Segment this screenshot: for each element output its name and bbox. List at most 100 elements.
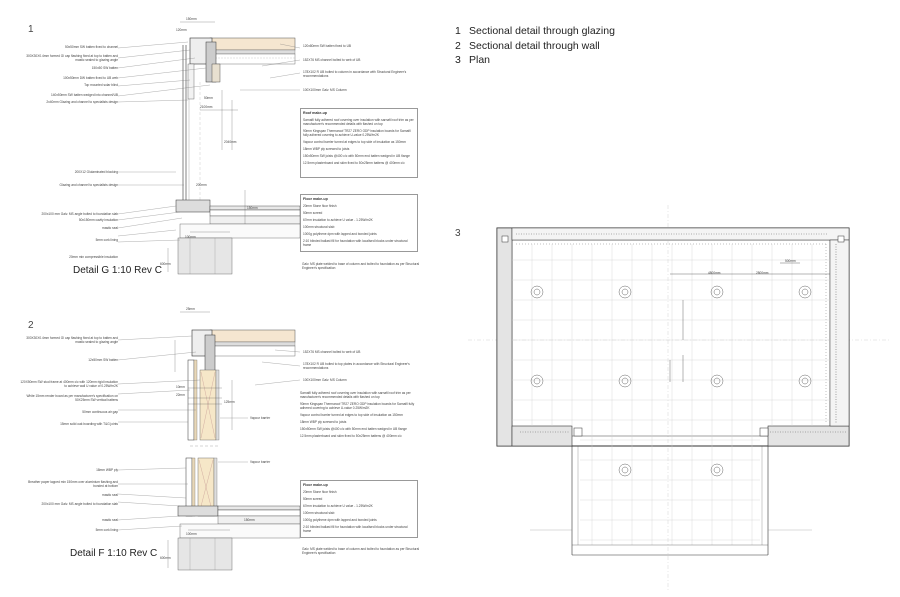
dimension-label: 50mm <box>204 96 213 100</box>
dimension-label: 10mm <box>176 385 185 389</box>
dimension-label: 600mm <box>160 262 171 266</box>
note: 152X76 MS channel bolted to web of UB <box>303 58 361 62</box>
detail-f-floor <box>177 505 301 571</box>
panel-number-2: 2 <box>28 320 34 331</box>
detail-f-dimension-lines <box>167 311 233 568</box>
legend-label: Sectional detail through glazing <box>469 25 615 37</box>
detail-g-foot-note: Galv. MS plate welded to base of column … <box>302 262 420 270</box>
plan-dimension-label: 2800mm <box>756 271 769 275</box>
detail-f-wall-upper <box>187 359 220 441</box>
note: 18mm WBP ply screwed to joists <box>303 147 350 151</box>
detail-g-dimension-lines <box>167 21 246 272</box>
note: White 15mm render board as per manufactu… <box>26 394 119 402</box>
note: Sarnafil fully adhered roof covering ove… <box>300 391 411 399</box>
note: 200x100 mm Galv. MS angle bolted to foun… <box>41 212 119 216</box>
roof-makeup-title: Roof make-up <box>303 111 327 115</box>
note: 100X100mm Galv. MS Column <box>303 378 347 382</box>
floor-makeup-title: Floor make-up <box>303 197 328 201</box>
note: 18mm WBP ply <box>96 468 118 472</box>
dimension-label: 25mm <box>186 307 195 311</box>
note: 90mm Kingspan Thermaroof TR27 ZERO ODP i… <box>300 402 415 410</box>
panel-number-3: 3 <box>455 228 461 239</box>
note: 5mm cork lining <box>95 238 118 242</box>
detail-g-floor-makeup: Floor make-up 20mm Stone floor finish 50… <box>300 194 418 252</box>
detail-f-roof-makeup: Sarnafil fully adhered roof covering ove… <box>300 388 418 438</box>
detail-f-leaders-left <box>117 335 201 531</box>
note: mastic seal <box>102 493 118 497</box>
note: 2:10 blinded ballast fill for foundation… <box>303 525 408 533</box>
floor-makeup-title: Floor make-up <box>303 483 328 487</box>
note: 20mm min compressible insulation <box>69 255 118 259</box>
dimension-label: 120mm <box>176 28 187 32</box>
note: Vapour control barrier turned at edges t… <box>303 140 406 144</box>
detail-f-caption: Detail F 1:10 Rev C <box>70 548 158 559</box>
note: Vapour control barrier turned at edges t… <box>300 413 403 417</box>
note: 1000g polythene dpm with lapped and bond… <box>303 518 377 522</box>
note: 150x50mm SW joists @400 c/c with 50mm en… <box>300 427 407 431</box>
plan-bay <box>530 446 812 556</box>
note: Glazing and channel to specialists desig… <box>59 183 118 187</box>
dimension-label: 150mm <box>247 206 258 210</box>
dimension-label: 600mm <box>160 556 171 560</box>
plan-reference-lines <box>468 205 890 590</box>
dimension-label: 150mm <box>244 518 255 522</box>
note: 300X30X0.4mm formed GI cap flashing fixe… <box>26 336 118 344</box>
dimension-label: 125mm <box>224 400 235 404</box>
note: Sarnafil fully adhered roof covering ove… <box>303 118 414 126</box>
note: 12x50mm SW batten <box>88 358 118 362</box>
note: 120x80mm SW batten fixed to UB <box>303 44 352 48</box>
note: 1000g polythene dpm with lapped and bond… <box>303 232 377 236</box>
plan-walls <box>496 227 850 447</box>
note: 100x50mm DW batten fixed to UB web <box>63 76 118 80</box>
dimension-label: 22mm <box>176 393 185 397</box>
dimension-label: 150mm <box>186 17 197 21</box>
note: 150x50 SW batten <box>91 66 118 70</box>
plan-dimension-lines <box>669 262 830 382</box>
detail-g-leaders-right <box>240 43 301 91</box>
plan-lights <box>530 285 812 477</box>
plan-columns <box>501 235 845 437</box>
note: 12.5mm plasterboard and skim fixed to 50… <box>303 161 405 165</box>
note: 67mm insulation to achieve U value - 1.2… <box>303 218 373 222</box>
dimension-label: 200mm <box>196 183 207 187</box>
detail-g-roof <box>189 37 296 83</box>
detail-g-roof-makeup: Roof make-up Sarnafil fully adhered roof… <box>300 108 418 178</box>
note: 300X30X0.4mm formed GI cap flashing fixe… <box>26 54 118 62</box>
detail-f-floor-makeup: Floor make-up 20mm Stone floor finish 50… <box>300 480 418 538</box>
detail-f-wall-lower <box>185 445 220 517</box>
note: mastic seal <box>102 226 118 230</box>
note: Vapour barrier <box>250 460 271 464</box>
note: 50mm screed <box>303 211 323 215</box>
note: 2x40mm Glazing and channel to specialist… <box>46 100 118 104</box>
legend-label: Plan <box>469 54 491 66</box>
note: Vapour barrier <box>250 416 271 420</box>
dimension-label: 2040mm <box>224 140 237 144</box>
detail-g-floor <box>175 199 301 275</box>
note: 20mm Stone floor finish <box>303 490 337 494</box>
note: 178X102 R UB bolted to column in accorda… <box>303 70 407 78</box>
detail-f-leaders-right <box>218 349 301 463</box>
dimension-label: 100mm <box>185 235 196 239</box>
note: 50x150mm cavity insulation <box>78 218 118 222</box>
detail-g-caption: Detail G 1:10 Rev C <box>73 265 162 276</box>
note: 152X76 MS channel bolted to web of UB <box>303 350 361 354</box>
note: Breather paper lapped min 150mm over alu… <box>28 480 118 488</box>
note: 12.5mm plasterboard and skim fixed to 50… <box>300 434 402 438</box>
note: 15mm solid oak boarding with T&G joints <box>60 422 118 426</box>
detail-f-foot-note: Galv. MS plate welded to base of column … <box>302 547 420 555</box>
note: 140x50mm SW batten wedged into channel/U… <box>51 93 118 97</box>
note: 5mm cork lining <box>95 528 118 532</box>
note: 150x50mm SW joists @400 c/c with 50mm en… <box>303 154 410 158</box>
plan-floor-grid <box>512 244 830 545</box>
panel-number-1: 1 <box>28 24 34 35</box>
note: 120X50mm SW stud frame at 400mm c/c with… <box>20 380 118 388</box>
note: 100mm structural slab <box>303 225 335 229</box>
note: 20mm Stone floor finish <box>303 204 337 208</box>
